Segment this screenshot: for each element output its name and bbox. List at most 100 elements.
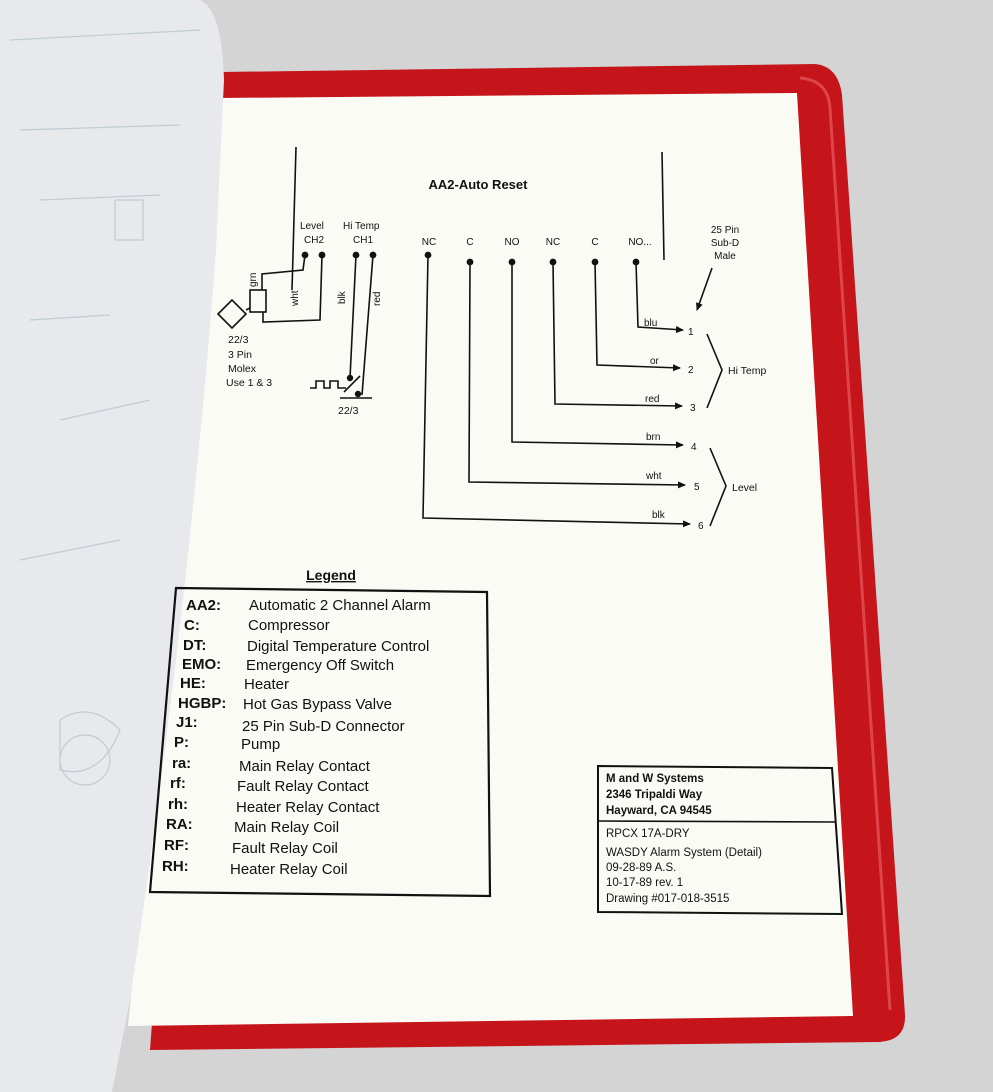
contact-label-nc1: NC xyxy=(422,237,436,248)
pin-color-1: blu xyxy=(644,318,657,329)
legend-text: Digital Temperature Control xyxy=(247,638,429,655)
revision-date-1: 09-28-89 A.S. xyxy=(606,862,676,874)
diagram-title: AA2-Auto Reset xyxy=(429,177,529,192)
legend-text: Heater Relay Coil xyxy=(230,861,348,878)
aa2-box-left-edge xyxy=(291,146,297,291)
pin-color-6: blk xyxy=(652,510,666,521)
folder-highlight xyxy=(799,76,892,1011)
drawing-number: Drawing #017-018-3515 xyxy=(606,893,729,905)
pin-num-6: 6 xyxy=(698,521,704,532)
molex-label-2: Molex xyxy=(228,363,257,375)
legend-text: Emergency Off Switch xyxy=(246,657,394,674)
bracket-level xyxy=(709,447,727,527)
diagram-labels: AA2-Auto Reset Level CH2 Hi Temp CH1 NC … xyxy=(226,177,766,532)
legend-abbr: ra: xyxy=(172,755,191,772)
contact-label-nc2: NC xyxy=(546,237,560,248)
legend-abbr: RA: xyxy=(166,816,193,833)
legend-text: 25 Pin Sub-D Connector xyxy=(242,718,405,735)
pin-num-3: 3 xyxy=(690,403,696,414)
wire-label-red: red xyxy=(372,292,383,306)
pin-num-5: 5 xyxy=(694,482,700,493)
legend-abbr: rf: xyxy=(170,775,186,792)
ch2-label: Level xyxy=(300,221,324,232)
company-street: 2346 Tripaldi Way xyxy=(606,789,703,801)
model-number: RPCX 17A-DRY xyxy=(606,828,690,840)
connector-label-1: 25 Pin xyxy=(711,225,739,236)
ch1-label: Hi Temp xyxy=(343,221,380,232)
contact-label-c2: C xyxy=(591,237,598,248)
aa2-box-right-edge xyxy=(661,151,665,261)
legend-text: Main Relay Contact xyxy=(239,758,371,775)
wire-label-grn: grn xyxy=(248,273,259,287)
sensor-gauge: 22/3 xyxy=(338,405,359,417)
contact-label-no1: NO xyxy=(505,237,520,248)
wire-blk xyxy=(349,254,357,379)
legend-text: Heater Relay Contact xyxy=(236,799,380,816)
faded-schematic-left xyxy=(9,29,201,786)
contact-label-no2: NO... xyxy=(628,237,651,248)
legend-abbr: EMO: xyxy=(182,656,221,673)
pin-color-3: red xyxy=(645,394,659,405)
molex-connector xyxy=(249,289,267,313)
wire-to-pin-6 xyxy=(422,254,691,528)
ch2-sub: CH2 xyxy=(304,235,324,246)
pin-num-4: 4 xyxy=(691,442,697,453)
legend-text: Main Relay Coil xyxy=(234,819,339,836)
legend-abbr: DT: xyxy=(183,637,206,654)
company-name: M and W Systems xyxy=(606,773,704,785)
legend-abbr: HE: xyxy=(180,675,206,692)
legend-abbr: C: xyxy=(184,617,200,634)
wire-label-blk: blk xyxy=(337,290,348,304)
wiring-diagram xyxy=(216,146,727,528)
title-block: M and W Systems 2346 Tripaldi Way Haywar… xyxy=(597,764,844,916)
legend-text: Hot Gas Bypass Valve xyxy=(243,696,392,713)
wire-grn xyxy=(261,254,306,290)
pin-color-2: or xyxy=(650,356,660,367)
legend-abbr: J1: xyxy=(176,714,198,731)
wire-to-pin-5 xyxy=(468,261,686,489)
connector-label-2: Sub-D xyxy=(711,238,739,249)
bracket-hi-temp xyxy=(706,333,723,409)
pin-color-4: brn xyxy=(646,432,660,443)
pin-num-2: 2 xyxy=(688,365,694,376)
temp-sensor-symbol xyxy=(310,380,346,389)
connector-label-3: Male xyxy=(714,251,736,262)
legend-abbr: HGBP: xyxy=(178,695,226,712)
wire-to-pin-4 xyxy=(511,262,684,449)
wire-to-pin-3 xyxy=(552,261,683,410)
legend-abbr: rh: xyxy=(168,796,188,813)
wire-label-wht: wht xyxy=(290,290,301,307)
molex-gauge: 22/3 xyxy=(228,334,249,346)
molex-label-1: 3 Pin xyxy=(228,349,252,361)
legend-abbr: AA2: xyxy=(186,597,221,614)
legend-abbr: P: xyxy=(174,734,189,751)
legend-text: Pump xyxy=(241,736,280,753)
group-label-hi-temp: Hi Temp xyxy=(728,365,766,377)
document-page xyxy=(128,93,853,1026)
level-sensor-symbol xyxy=(216,298,248,330)
connector-pointer-arrow xyxy=(696,267,713,311)
wire-to-pin-1 xyxy=(635,261,684,334)
legend-box: Legend AA2: Automatic 2 Channel Alarm C:… xyxy=(148,567,492,898)
ch1-sub: CH1 xyxy=(353,235,373,246)
wire-wht xyxy=(262,254,323,323)
left-book-page xyxy=(0,0,224,1092)
legend-abbr: RF: xyxy=(164,837,189,854)
legend-text: Automatic 2 Channel Alarm xyxy=(249,597,431,614)
legend-abbr: RH: xyxy=(162,858,189,875)
legend-title: Legend xyxy=(306,567,356,583)
molex-label-3: Use 1 & 3 xyxy=(226,377,272,389)
revision-date-2: 10-17-89 rev. 1 xyxy=(606,877,683,889)
legend-text: Fault Relay Coil xyxy=(232,840,338,857)
company-city: Hayward, CA 94545 xyxy=(606,805,712,817)
legend-text: Compressor xyxy=(248,617,330,634)
legend-text: Fault Relay Contact xyxy=(237,778,370,795)
pin-color-5: wht xyxy=(645,471,662,482)
wire-red xyxy=(361,254,374,396)
contact-label-c1: C xyxy=(466,237,473,248)
legend-text: Heater xyxy=(244,676,289,693)
drawing-description: WASDY Alarm System (Detail) xyxy=(606,847,762,859)
wire-to-pin-2 xyxy=(594,261,681,372)
group-label-level: Level xyxy=(732,482,757,494)
